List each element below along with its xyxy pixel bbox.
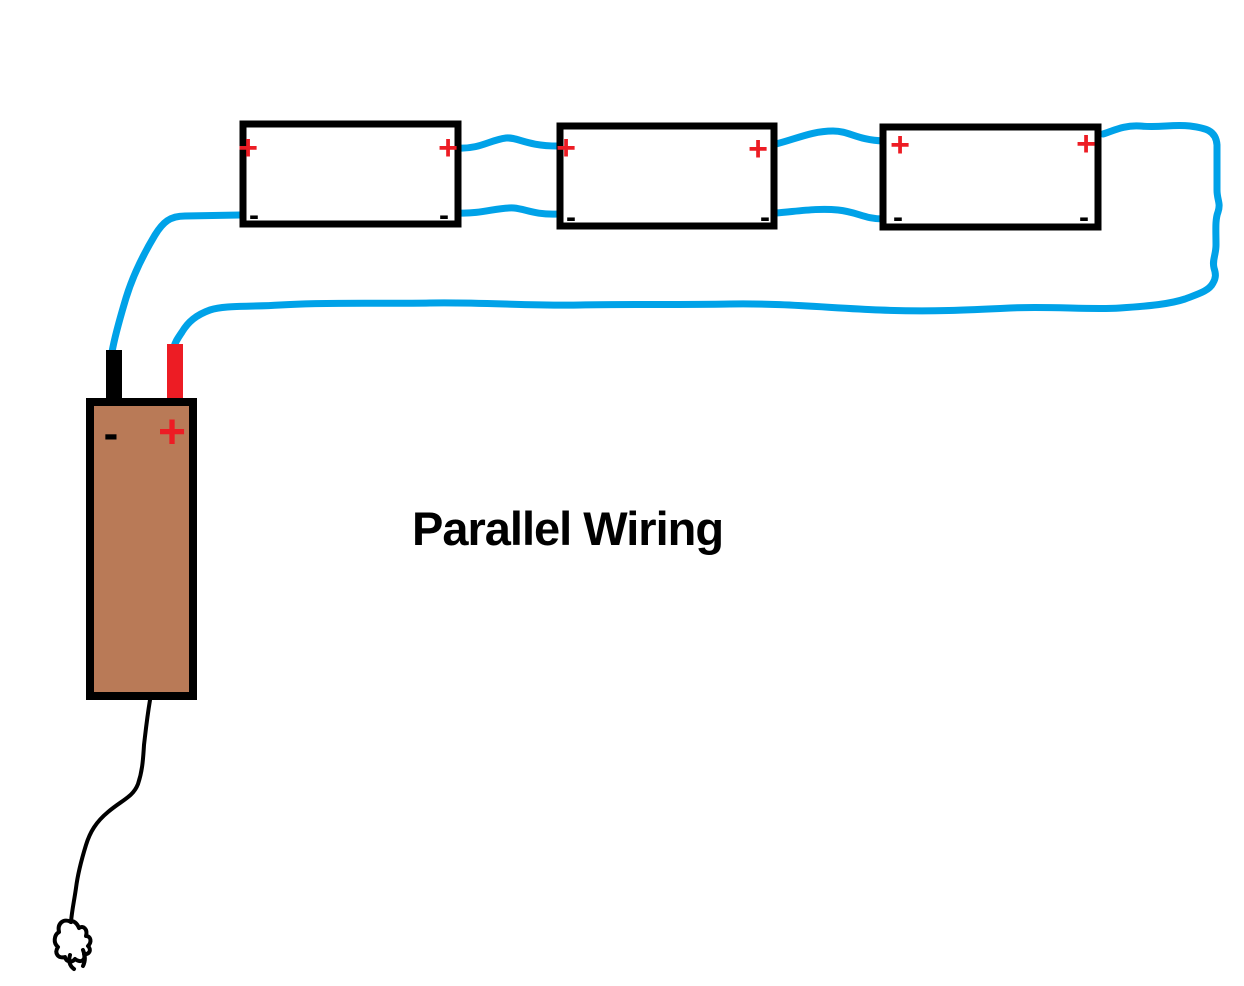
power-plug: [52, 918, 93, 964]
wire-neg-battery2-battery3: [772, 205, 888, 223]
battery-3-body: [879, 123, 1102, 231]
battery-3-plus-right: +: [1076, 125, 1096, 163]
battery-2: + + - -: [556, 122, 778, 234]
battery-2-minus-right: -: [760, 201, 770, 234]
positive-terminal-post: [167, 344, 183, 405]
power-cord: [69, 698, 152, 924]
wire-pos-battery1-battery2: [455, 134, 562, 152]
negative-terminal-post: [106, 350, 122, 405]
wires: [108, 121, 1223, 356]
battery-2-plus-left: +: [556, 129, 576, 167]
battery-1: + + - -: [238, 120, 462, 232]
battery-3-minus-right: -: [1079, 201, 1089, 234]
battery-1-minus-left: -: [249, 199, 259, 232]
power-device-plus-label: +: [158, 406, 186, 459]
battery-2-body: [556, 122, 778, 230]
battery-3-minus-left: -: [893, 201, 903, 234]
battery-1-plus-right: +: [438, 129, 458, 167]
battery-1-body: [239, 120, 462, 228]
battery-3-plus-left: +: [890, 126, 910, 164]
battery-3: + + - -: [879, 123, 1102, 234]
diagram-title: Parallel Wiring: [412, 502, 723, 555]
wire-pos-battery2-battery3: [772, 127, 888, 148]
battery-1-plus-left: +: [238, 129, 258, 167]
battery-1-minus-right: -: [439, 199, 449, 232]
wire-neg-battery1-battery2: [455, 204, 562, 218]
power-device-minus-label: -: [104, 409, 119, 458]
battery-2-plus-right: +: [748, 130, 768, 168]
power-device: - +: [52, 344, 197, 971]
wire-return-battery3-to-positive-terminal: [170, 121, 1223, 351]
wire-battery1-to-negative-terminal: [108, 211, 244, 356]
power-device-body: [86, 398, 197, 700]
battery-2-minus-left: -: [566, 201, 576, 234]
power-plug-prongs: [67, 948, 87, 971]
